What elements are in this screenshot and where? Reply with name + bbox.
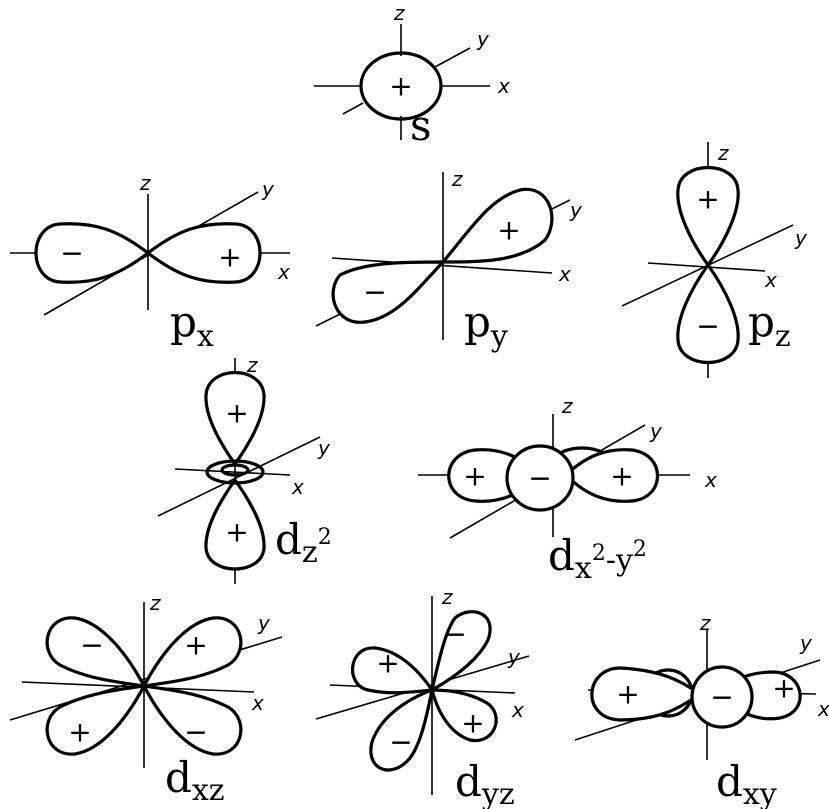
py-x-axis	[331, 257, 553, 274]
dxy-negative-lobe	[690, 665, 754, 729]
orbital-label-s: s	[410, 101, 432, 150]
sign-plus: +	[218, 241, 241, 274]
s-y-axis-front	[434, 47, 471, 68]
sign-minus: −	[528, 462, 551, 495]
dx2y2-right-positive-lobe	[564, 448, 659, 503]
sign-minus: −	[443, 618, 466, 651]
px-positive-lobe	[146, 222, 262, 284]
z-axis-label: z	[246, 353, 258, 377]
z-axis-label: z	[561, 394, 573, 418]
sign-minus: −	[389, 726, 412, 759]
px-orbital: − + z y x px	[10, 171, 290, 354]
y-axis-label: y	[649, 419, 663, 443]
y-axis-label: y	[794, 226, 808, 250]
pz-positive-lobe	[676, 166, 740, 267]
dz2-upper-positive-lobe	[204, 371, 266, 466]
x-axis-label: x	[558, 262, 571, 286]
dxz-upper-left-negative-lobe	[45, 616, 146, 688]
dyz-lower-front-positive-lobe	[430, 688, 498, 743]
dx2-y2-orbital: + − + z y x dx2-y2	[418, 394, 717, 586]
sign-plus: +	[184, 629, 207, 662]
dz2-x-axis	[174, 468, 291, 476]
x-axis-label: x	[251, 691, 264, 715]
x-axis-label: x	[291, 475, 304, 499]
sign-plus: +	[389, 70, 412, 103]
dx2y2-negative-lobe	[505, 444, 575, 512]
y-axis-label: y	[317, 436, 331, 460]
sign-plus: +	[610, 460, 633, 493]
x-axis-label: x	[704, 468, 717, 492]
s-y-axis-back	[342, 102, 364, 115]
sign-plus: +	[463, 460, 486, 493]
z-axis-label: z	[717, 141, 729, 165]
orbital-label-dx2-y2: dx2-y2	[548, 531, 647, 586]
sign-minus: −	[80, 629, 103, 662]
orbital-label-dxy: dxy	[716, 757, 777, 809]
dxy-orbital: + − + z y x dxy	[574, 611, 829, 809]
x-axis-label: x	[497, 74, 510, 98]
x-axis-label: x	[764, 268, 777, 292]
z-axis-label: z	[699, 611, 711, 635]
z-axis-label: z	[139, 171, 151, 195]
sign-plus: +	[461, 707, 484, 740]
pz-orbital: + − z y x pz	[621, 141, 808, 378]
x-axis-label: x	[511, 698, 524, 722]
dyz-upper-back-negative-lobe	[430, 610, 492, 692]
dz2-y-axis	[157, 436, 321, 517]
dyz-orbital: − + + − z y x dyz	[315, 585, 530, 809]
dz2-lower-positive-lobe	[204, 478, 266, 571]
py-orbital: + − z y x py	[315, 167, 583, 354]
x-axis-label: x	[277, 260, 290, 284]
y-axis-label: y	[261, 177, 275, 201]
y-axis-label: y	[569, 198, 583, 222]
sign-plus: +	[68, 716, 91, 749]
sign-plus: +	[376, 647, 399, 680]
sign-plus: +	[696, 183, 719, 216]
sign-plus: +	[225, 397, 248, 430]
orbital-label-py: py	[464, 297, 508, 354]
sign-minus: −	[60, 237, 83, 270]
py-negative-lobe	[331, 260, 445, 324]
sign-plus: +	[772, 672, 795, 705]
orbital-label-dxz: dxz	[165, 753, 225, 808]
dz2-orbital: + + z y x dz2	[157, 353, 332, 584]
sign-minus: −	[696, 310, 719, 343]
z-axis-label: z	[441, 585, 453, 609]
y-axis-label: y	[476, 27, 490, 51]
orbital-label-pz: pz	[748, 297, 791, 354]
py-positive-lobe	[441, 187, 554, 264]
px-negative-lobe	[34, 222, 150, 284]
y-axis-label: y	[507, 645, 521, 669]
y-axis-label: y	[799, 631, 813, 655]
orbital-label-dyz: dyz	[455, 757, 515, 809]
dxz-orbital: − + + − z y x dxz	[9, 591, 283, 808]
z-axis-label: z	[393, 1, 405, 25]
dxz-upper-right-positive-lobe	[142, 616, 243, 688]
x-axis-label: x	[817, 697, 829, 721]
z-axis-label: z	[451, 167, 463, 191]
s-orbital: + z y x s	[314, 1, 510, 150]
dz2-torus-outer	[205, 459, 265, 485]
dyz-lower-back-negative-lobe	[369, 688, 434, 772]
sign-plus: +	[225, 516, 248, 549]
z-axis-label: z	[149, 591, 161, 615]
sign-minus: −	[184, 716, 207, 749]
dxy-left-positive-lobe	[590, 666, 702, 722]
sign-plus: +	[497, 214, 520, 247]
dxz-lower-right-negative-lobe	[142, 684, 243, 756]
sign-minus: −	[363, 276, 386, 309]
s-sphere	[359, 51, 443, 121]
orbital-label-dz2: dz2	[275, 515, 332, 570]
pz-negative-lobe	[676, 263, 740, 364]
orbital-label-px: px	[170, 297, 214, 354]
dyz-upper-front-positive-lobe	[351, 646, 434, 695]
dxz-lower-left-positive-lobe	[45, 684, 146, 756]
sign-plus: +	[616, 678, 639, 711]
y-axis-label: y	[257, 611, 271, 635]
sign-minus: −	[710, 681, 733, 714]
dz2-torus-inner	[220, 463, 250, 477]
